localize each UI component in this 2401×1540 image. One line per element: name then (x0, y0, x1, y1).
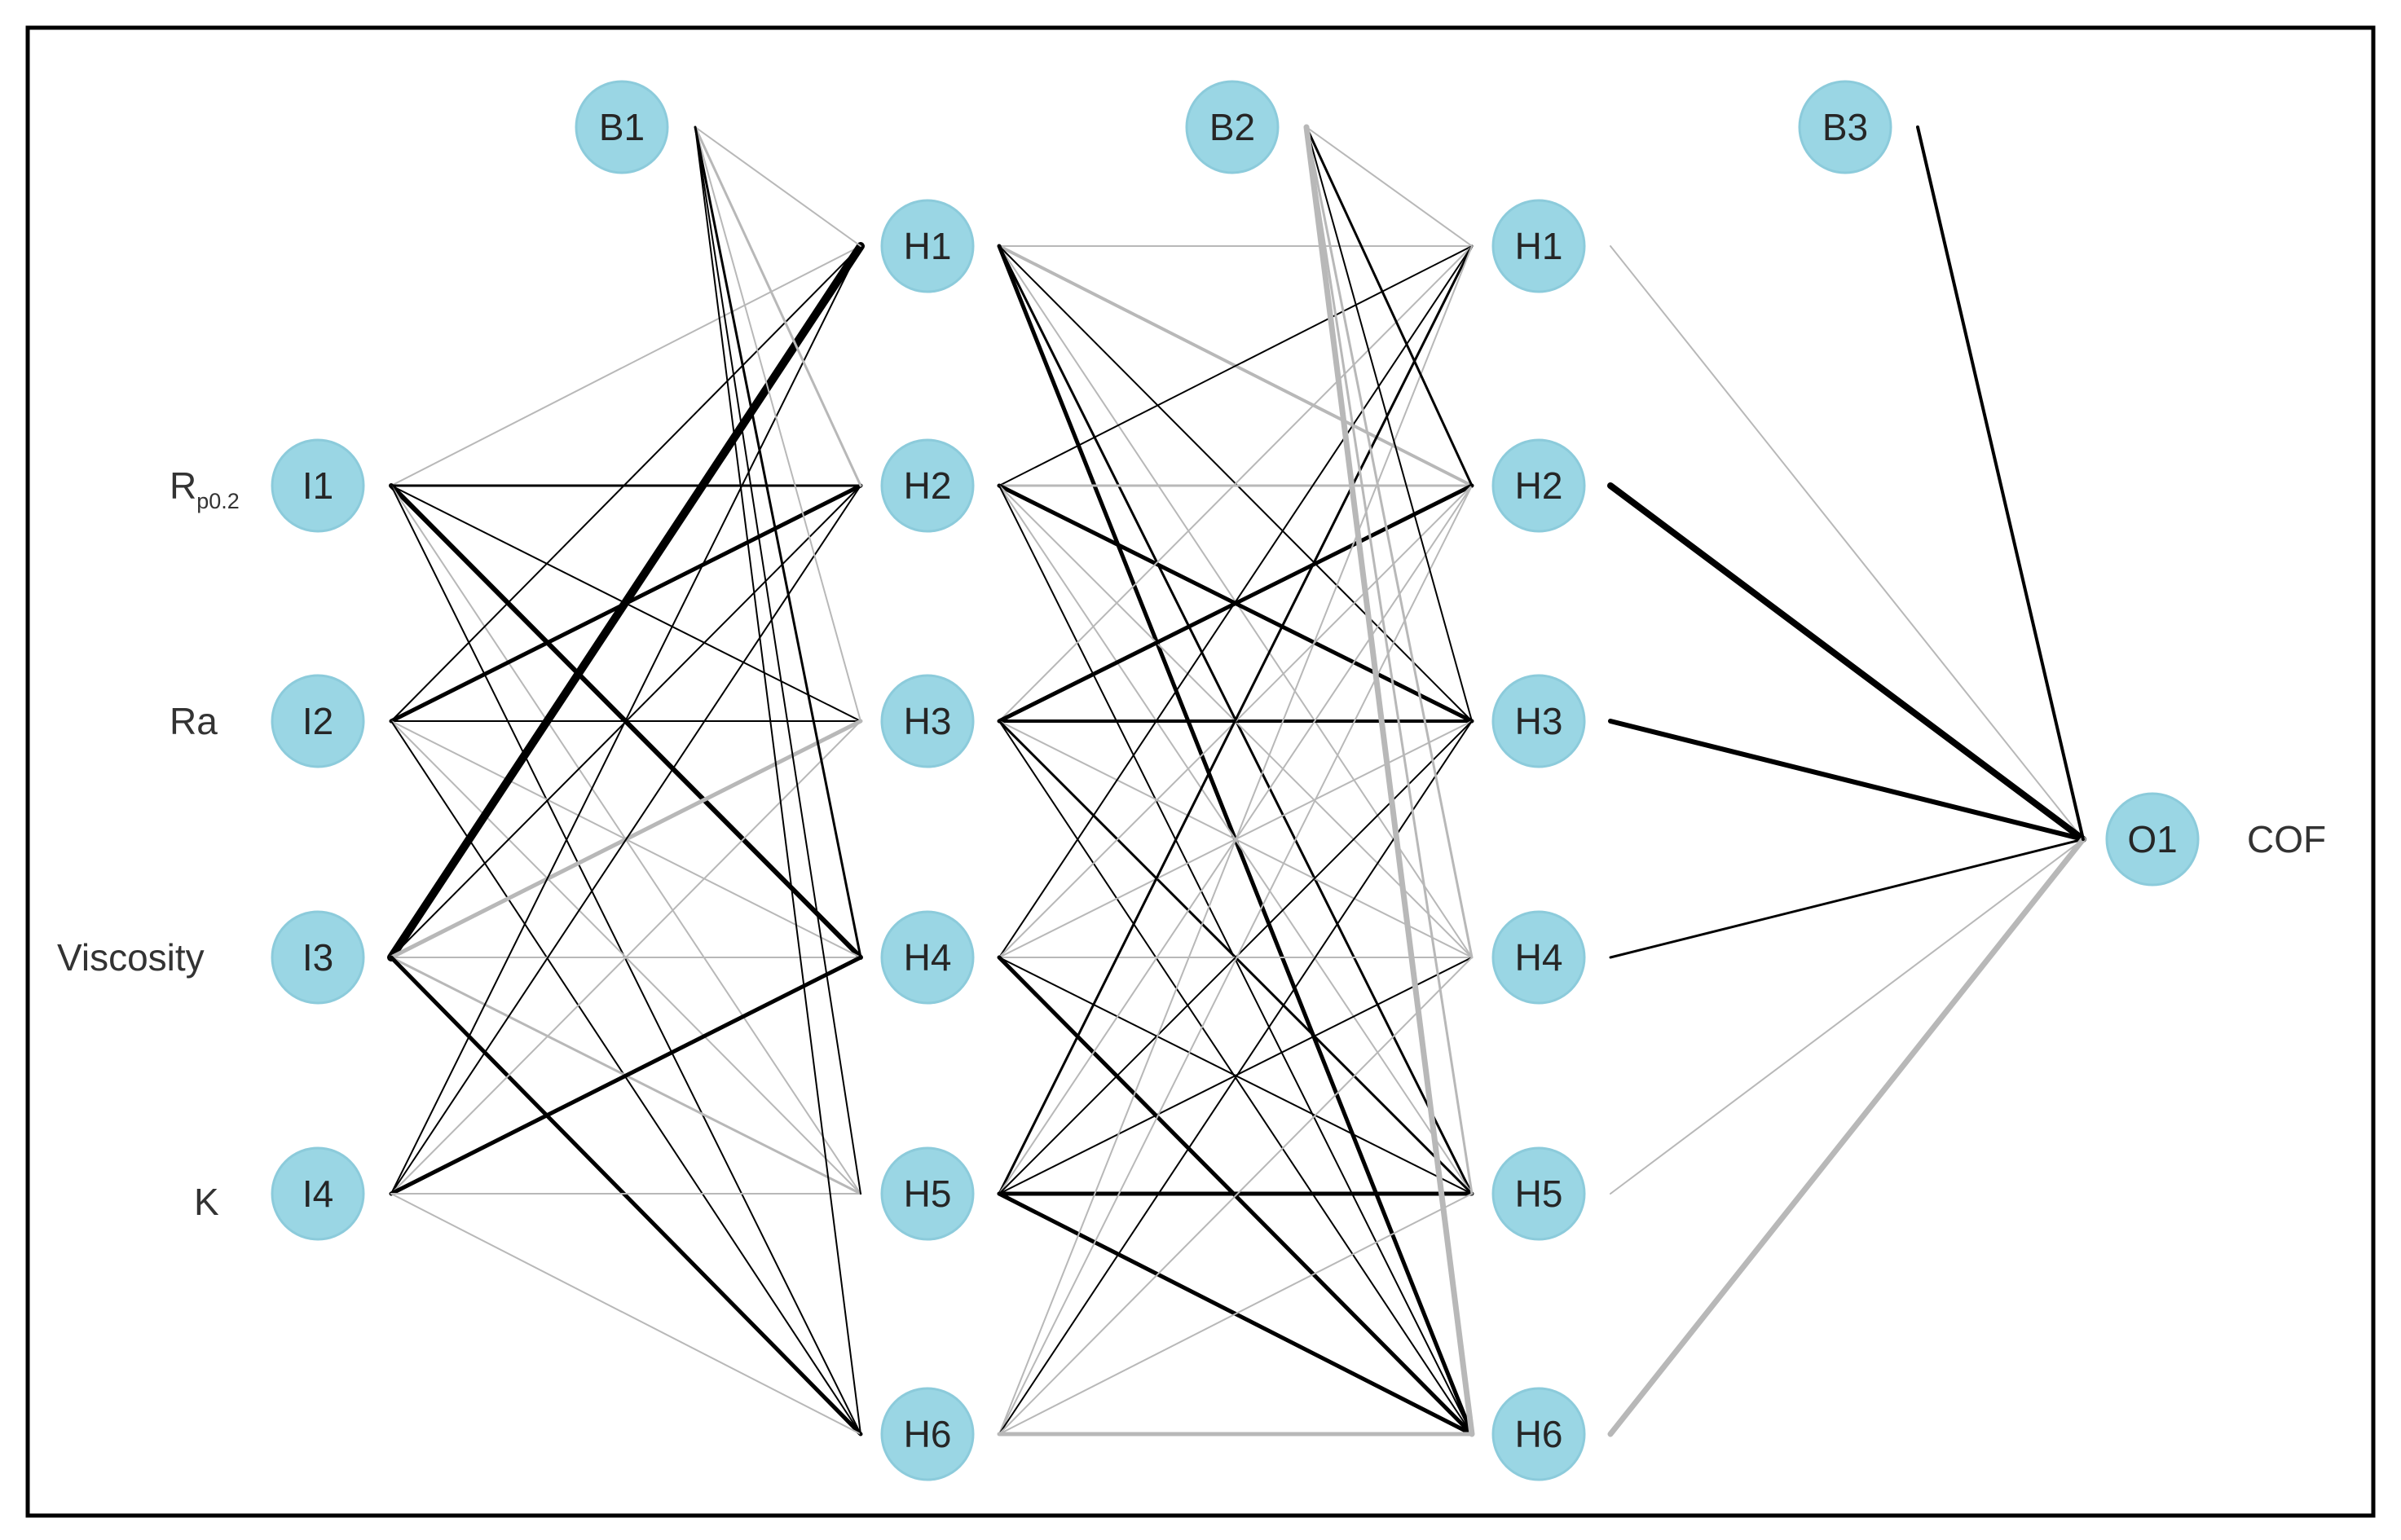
edge-B2-L2H4 (1305, 125, 1474, 959)
svg-text:I4: I4 (302, 1173, 333, 1215)
edge-B1-L1H6 (694, 126, 861, 1435)
diagram-frame (25, 25, 2376, 1518)
node-hidden2-H6: H6 (1491, 1387, 1586, 1481)
svg-text:H4: H4 (904, 936, 952, 979)
node-I1: I1 (271, 438, 365, 533)
node-hidden1-H2: H2 (880, 438, 975, 533)
node-B2: B2 (1185, 80, 1280, 174)
edge-L2H1-O1 (1610, 245, 2084, 840)
edge-B1-L1H5 (694, 126, 861, 1195)
svg-text:H3: H3 (904, 700, 952, 742)
svg-text:I3: I3 (302, 936, 333, 979)
edge-L1H6-L2H3 (998, 720, 1473, 1435)
svg-text:H5: H5 (904, 1173, 952, 1215)
input-label-rp02: Rp0.2 (170, 464, 240, 513)
node-hidden1-H4: H4 (880, 910, 975, 1005)
edge-B2-L2H2 (1305, 125, 1474, 487)
node-hidden2-H2: H2 (1491, 438, 1586, 533)
edge-B2-L2H5 (1305, 125, 1474, 1195)
edge-B2-L2H1 (1306, 126, 1473, 247)
edge-I1-L1H1 (390, 245, 861, 486)
edge-I4-L1H4 (389, 955, 863, 1196)
node-hidden1-H6: H6 (880, 1387, 975, 1481)
edge-I4-L1H3 (390, 720, 861, 1195)
edge-L1H3-L2H2 (997, 483, 1474, 724)
svg-text:H6: H6 (1515, 1413, 1563, 1455)
edge-B1-L1H2 (694, 125, 862, 487)
edge-I4-L1H1 (390, 245, 861, 1195)
edge-I1-L1H6 (390, 485, 861, 1435)
svg-text:I1: I1 (302, 464, 333, 507)
node-B1: B1 (575, 80, 669, 174)
edge-L2H4-O1 (1609, 838, 2085, 959)
node-I2: I2 (271, 674, 365, 768)
node-hidden2-H1: H1 (1491, 199, 1586, 293)
network-nodes: I1 I2 I3 I4 B1 B2 B3 H1 (271, 80, 2200, 1481)
node-hidden2-H5: H5 (1491, 1146, 1586, 1241)
svg-text:H5: H5 (1515, 1173, 1563, 1215)
svg-text:H2: H2 (1515, 464, 1563, 507)
node-B3: B3 (1798, 80, 1892, 174)
edge-L1H4-L2H1 (998, 245, 1473, 958)
node-I4: I4 (271, 1146, 365, 1241)
input-label-k: K (194, 1181, 219, 1223)
node-hidden1-H3: H3 (880, 674, 975, 768)
node-hidden1-H1: H1 (880, 199, 975, 293)
edge-I4-L1H6 (390, 1193, 861, 1435)
svg-text:I2: I2 (302, 700, 333, 742)
node-I3: I3 (271, 910, 365, 1005)
edge-B2-L2H3 (1306, 126, 1473, 722)
node-hidden2-H3: H3 (1491, 674, 1586, 768)
edge-L1H6-L2H4 (998, 957, 1473, 1435)
svg-text:B2: B2 (1209, 106, 1255, 148)
input-label-ra: Ra (170, 700, 218, 742)
output-label-cof: COF (2247, 818, 2326, 860)
edge-L2H5-O1 (1610, 838, 2084, 1195)
connection-weights (387, 124, 2086, 1437)
edge-L2H6-O1 (1607, 836, 2086, 1437)
edge-L1H6-L2H2 (998, 485, 1473, 1435)
edge-L2H2-O1 (1607, 482, 2086, 843)
edge-L1H5-L2H4 (998, 957, 1473, 1195)
edge-B1-L1H1 (694, 126, 861, 247)
svg-text:H6: H6 (904, 1413, 952, 1455)
svg-text:B3: B3 (1822, 106, 1868, 148)
node-hidden1-H5: H5 (880, 1146, 975, 1241)
svg-text:B1: B1 (599, 106, 645, 148)
edge-L2H3-O1 (1608, 719, 2086, 842)
svg-text:H1: H1 (1515, 225, 1563, 267)
edge-I3-L1H1 (387, 242, 865, 961)
edge-B2-L2H6 (1303, 124, 1475, 1437)
edge-B3-O1 (1916, 125, 2085, 841)
edge-L1H3-L2H1 (998, 245, 1473, 722)
edge-I2-L1H1 (390, 245, 861, 722)
svg-text:O1: O1 (2127, 818, 2177, 860)
edge-L1H6-L2H1 (998, 245, 1473, 1435)
svg-text:H4: H4 (1515, 936, 1563, 979)
node-O1: O1 (2105, 792, 2200, 887)
edge-L1H5-L2H1 (998, 244, 1474, 1195)
edge-L1H2-L2H1 (998, 245, 1473, 486)
svg-text:H1: H1 (904, 225, 952, 267)
svg-text:H3: H3 (1515, 700, 1563, 742)
input-label-viscosity: Viscosity (57, 936, 205, 979)
node-hidden2-H4: H4 (1491, 910, 1586, 1005)
edge-B1-L1H3 (694, 126, 861, 722)
edge-I4-L1H2 (390, 485, 861, 1195)
edge-L1H6-L2H5 (998, 1193, 1473, 1435)
edge-B1-L1H4 (694, 125, 862, 959)
svg-text:H2: H2 (904, 464, 952, 507)
